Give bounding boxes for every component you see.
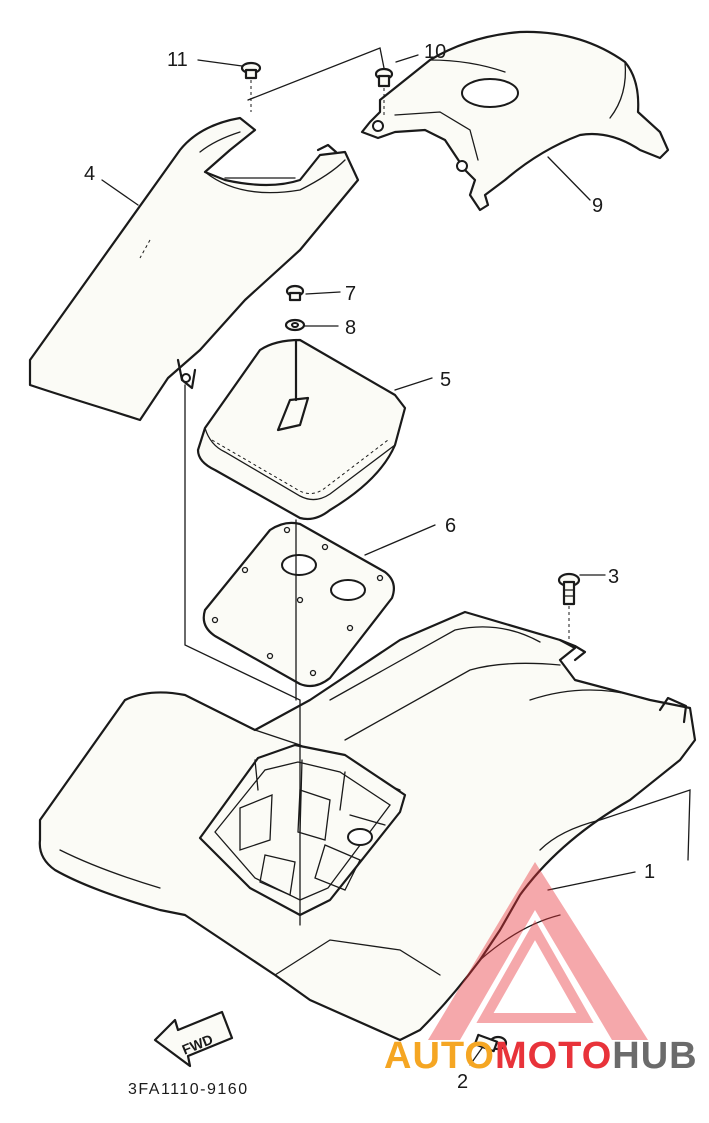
part-9-rear-guard [360, 30, 670, 212]
washer-8-icon [284, 318, 306, 332]
watermark-logo [428, 862, 648, 1040]
callout-4: 4 [84, 163, 95, 185]
callout-9: 9 [592, 195, 603, 217]
callout-11: 11 [167, 49, 188, 71]
fwd-arrow-icon: FWD [153, 1010, 234, 1068]
bolt-11-icon [240, 61, 262, 112]
bolt-3-icon [557, 572, 581, 640]
callout-10: 10 [424, 41, 446, 63]
callout-6: 6 [445, 515, 456, 537]
callout-1: 1 [644, 861, 655, 883]
watermark-part-moto: MOTO [495, 1035, 612, 1077]
part-1-rear-fender [38, 610, 697, 1042]
watermark-part-hub: HUB [612, 1035, 697, 1077]
guide-line-c [247, 47, 385, 101]
part-6-gasket [202, 521, 395, 688]
bolt-10-icon [374, 67, 394, 118]
callout-3: 3 [608, 566, 619, 588]
callout-8: 8 [345, 317, 356, 339]
callout-5: 5 [440, 369, 451, 391]
bolt-2-icon [473, 1033, 508, 1053]
bolt-7-icon [285, 284, 305, 302]
watermark-part-auto: AUTO [384, 1035, 495, 1077]
diagram-code: 3FA1110-9160 [128, 1081, 249, 1098]
part-4-front-fender [28, 116, 360, 422]
guide-line-a [184, 384, 301, 926]
watermark-text: AUTOMOTOHUB [384, 1035, 698, 1077]
part-5-tool-box-lid [196, 338, 407, 521]
callout-2: 2 [457, 1071, 468, 1093]
callout-7: 7 [345, 283, 356, 305]
